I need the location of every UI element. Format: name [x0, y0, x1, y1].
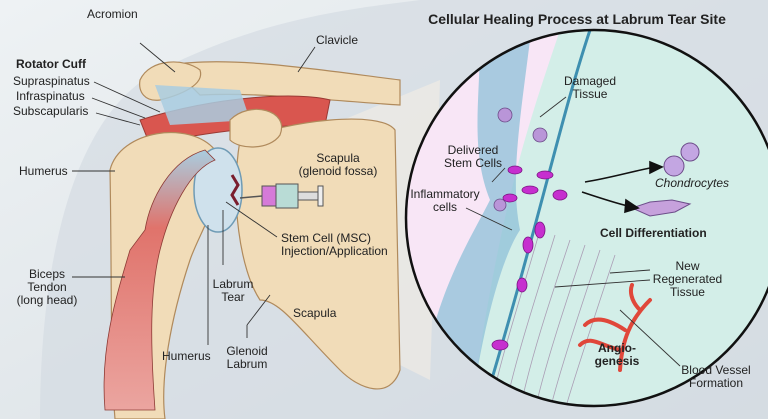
- chondrocytes-label: Chondrocytes: [655, 176, 730, 190]
- supraspinatus-label: Supraspinatus: [13, 74, 90, 88]
- infraspinatus-label: Infraspinatus: [16, 89, 85, 103]
- biceps-line2: Tendon: [27, 280, 67, 294]
- labrum-tear-line2: Tear: [221, 290, 245, 304]
- glenoid-labrum-label: Glenoid Labrum: [222, 345, 272, 371]
- ligament: [155, 85, 250, 125]
- scapula-glenoid-line2: (glenoid fossa): [298, 164, 378, 178]
- scapula-glenoid-label: Scapula (glenoid fossa): [288, 152, 388, 178]
- labrum-tear-line1: Labrum: [212, 277, 254, 291]
- inflammatory-line2: cells: [432, 200, 457, 214]
- stem-cell-line1: Stem Cell (MSC): [281, 231, 372, 245]
- biceps-line1: Biceps: [28, 267, 66, 281]
- biceps-label: Biceps Tendon (long head): [12, 268, 82, 307]
- delivered-stem-cells-label: Delivered Stem Cells: [438, 144, 508, 170]
- new-tissue-line1: New: [675, 259, 700, 273]
- labrum-tear-mark: [230, 174, 240, 206]
- damaged-tissue-line2: Tissue: [572, 87, 608, 101]
- syringe-icon: [239, 183, 324, 209]
- new-tissue-line3: Tissue: [670, 285, 705, 299]
- angio-line1: Angio-: [598, 341, 636, 355]
- differentiation-arrows: [581, 160, 664, 214]
- chondrocyte-cells: [663, 142, 700, 177]
- stem-cell-line2: Injection/Application: [281, 244, 388, 258]
- stem-cell-injection-label: Stem Cell (MSC) Injection/Application: [281, 232, 388, 258]
- rotator-cuff-heading: Rotator Cuff: [16, 57, 86, 71]
- inflammatory-line1: Inflammatory: [410, 187, 480, 201]
- coracoid-bone: [229, 108, 283, 148]
- leader-lines: [72, 42, 316, 345]
- humerus-lower-label: Humerus: [162, 349, 211, 363]
- scapula-glenoid-line1: Scapula: [316, 151, 360, 165]
- blood-vessel-line2: Formation: [688, 376, 744, 390]
- labrum-tear-label: Labrum Tear: [210, 278, 256, 304]
- damaged-tissue-label: Damaged Tissue: [560, 75, 620, 101]
- detail-circle: [406, 30, 768, 406]
- glenoid-labrum-line2: Labrum: [226, 357, 268, 371]
- glenoid-labrum-line1: Glenoid: [226, 344, 268, 358]
- angio-line2: genesis: [594, 354, 640, 368]
- humerus-upper-label: Humerus: [19, 164, 68, 178]
- cell-differentiation-label: Cell Differentiation: [600, 226, 707, 240]
- detail-title: Cellular Healing Process at Labrum Tear …: [428, 11, 726, 27]
- acromion-label: Acromion: [87, 7, 138, 21]
- detail-circle-border: [404, 28, 768, 408]
- angiogenesis-label: Angio- genesis: [592, 342, 642, 368]
- blood-vessel: [578, 283, 652, 372]
- blood-vessel-formation-label: Blood Vessel Formation: [676, 364, 756, 390]
- subscapularis-label: Subscapularis: [13, 104, 89, 118]
- new-tissue-line2: Regenerated: [652, 272, 723, 286]
- stem-cells: [491, 165, 568, 351]
- new-tissue-label: New Regenerated Tissue: [650, 260, 725, 299]
- clavicle-label: Clavicle: [316, 33, 359, 47]
- biceps-line3: (long head): [16, 293, 78, 307]
- differentiated-cell: [630, 199, 692, 217]
- damaged-tissue-line1: Damaged: [563, 74, 617, 88]
- biceps-tendon: [103, 149, 216, 411]
- scapula-label: Scapula: [293, 306, 337, 320]
- glenoid-labrum: [193, 147, 243, 233]
- delivered-line1: Delivered: [447, 143, 499, 157]
- blood-vessel-line1: Blood Vessel: [681, 363, 751, 377]
- inflammatory-cells-label: Inflammatory cells: [405, 188, 485, 214]
- delivered-line2: Stem Cells: [443, 156, 502, 170]
